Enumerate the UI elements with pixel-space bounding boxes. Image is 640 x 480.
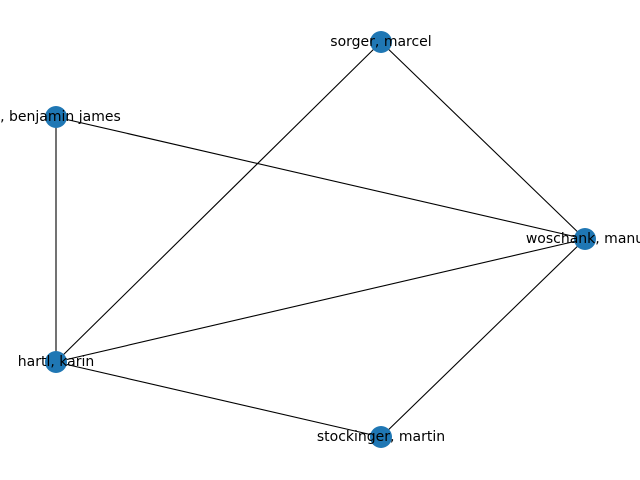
node-label-benjamin: n, benjamin james <box>0 109 121 125</box>
node-stockinger <box>370 426 392 448</box>
node-sorger <box>370 31 392 53</box>
node-label-hartl: hartl, karin <box>18 354 94 370</box>
edge-benjamin-woschank <box>55 116 586 240</box>
node-hartl <box>45 351 67 373</box>
node-woschank <box>574 228 596 250</box>
edge-hartl-stockinger <box>55 361 382 438</box>
node-label-stockinger: stockinger, martin <box>317 429 445 445</box>
label-layer: sorger, marcel n, benjamin james woschank,… <box>0 34 640 445</box>
edge-woschank-stockinger <box>380 238 586 438</box>
node-benjamin <box>45 106 67 128</box>
edge-layer <box>55 41 586 438</box>
node-layer <box>45 31 596 448</box>
edge-sorger-woschank <box>380 41 586 240</box>
node-label-woschank: woschank, manu <box>526 231 640 247</box>
edge-sorger-hartl <box>55 41 382 363</box>
edge-hartl-woschank <box>55 238 586 363</box>
node-label-sorger: sorger, marcel <box>330 34 431 50</box>
